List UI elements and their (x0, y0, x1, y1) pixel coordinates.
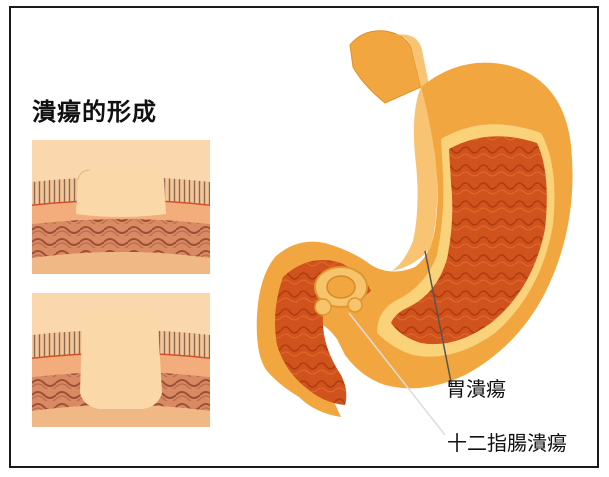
ulcer-stage-shallow (32, 140, 210, 274)
diagram-title: 潰瘍的形成 (32, 92, 157, 127)
stomach-illustration (245, 15, 585, 435)
ulcer-stage-deep (32, 293, 210, 427)
duodenal-ulcer-label: 十二指腸潰瘍 (447, 427, 567, 456)
gastric-ulcer-label: 胃潰瘍 (446, 373, 506, 402)
